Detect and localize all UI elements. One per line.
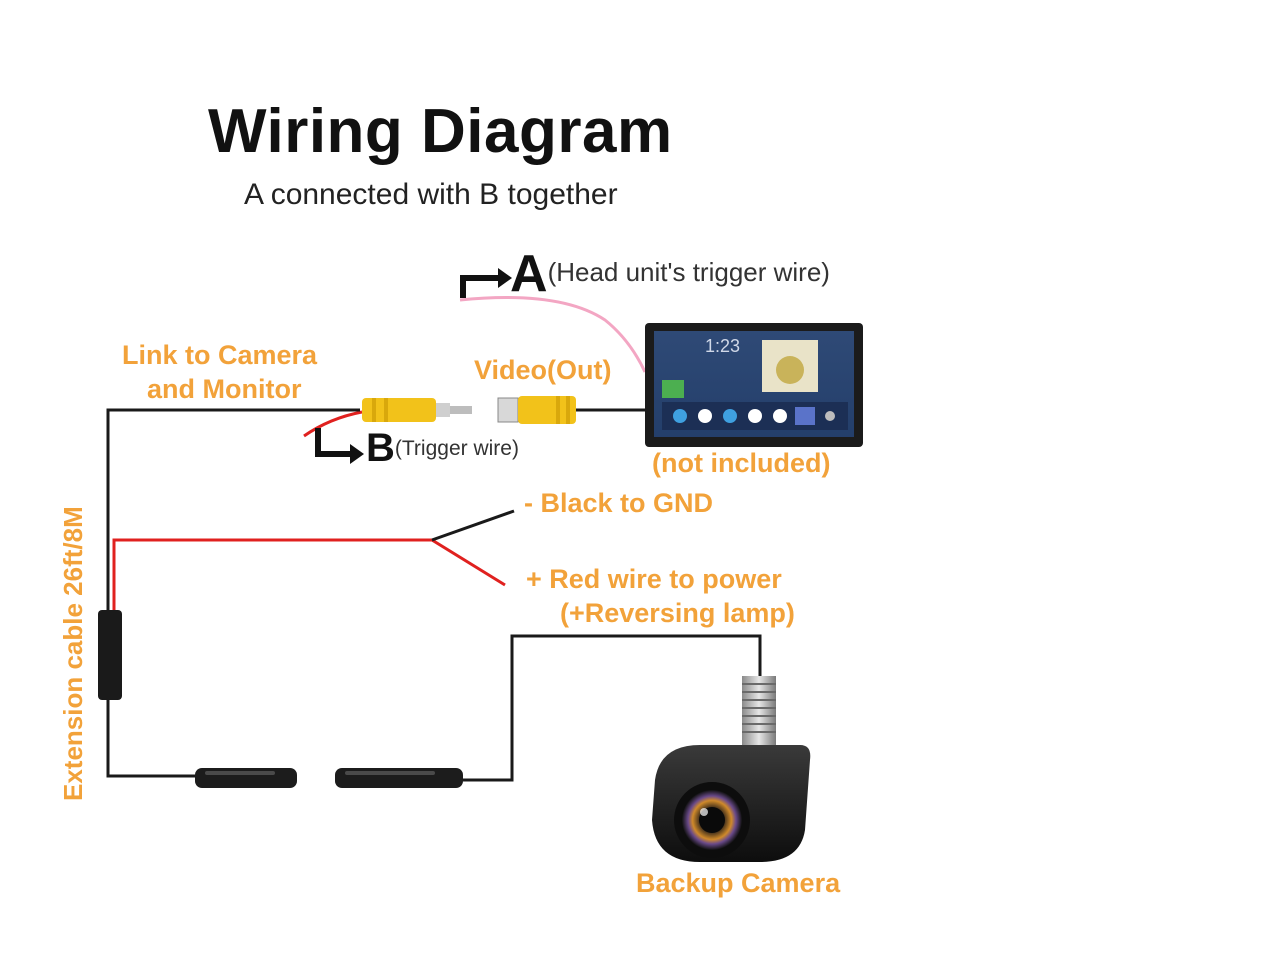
label-a-letter: A: [510, 245, 548, 303]
extension-black-cable: [106, 408, 360, 778]
extension-cable-label: Extension cable 26ft/8M: [58, 506, 88, 801]
red-power-label-line2: (+Reversing lamp): [560, 598, 795, 628]
label-b: B(Trigger wire): [366, 428, 519, 468]
inline-filter-box: [98, 610, 122, 700]
monitor-time: 1:23: [705, 336, 740, 356]
arrow-a-icon: [460, 275, 500, 298]
red-trigger-wire: [303, 410, 363, 438]
black-gnd-label: - Black to GND: [524, 488, 714, 518]
camera-cable: [463, 634, 762, 782]
link-label-line2: and Monitor: [147, 374, 302, 404]
ground-black-branch: [431, 509, 515, 542]
link-label-line1: Link to Camera: [122, 340, 318, 370]
red-power-label-line1: + Red wire to power: [526, 564, 782, 594]
backup-camera-label: Backup Camera: [636, 868, 841, 898]
power-red-cable: [112, 538, 506, 612]
rca-female-connector: [497, 396, 648, 424]
backup-camera-icon: [652, 676, 811, 862]
not-included-label: (not included): [652, 448, 831, 478]
video-out-label: Video(Out): [474, 355, 612, 385]
label-a: A(Head unit's trigger wire): [510, 248, 830, 300]
diagram-title: Wiring Diagram: [208, 97, 673, 166]
label-b-text: (Trigger wire): [394, 437, 519, 460]
head-unit-monitor: [645, 323, 863, 447]
label-a-text: (Head unit's trigger wire): [547, 257, 830, 287]
label-b-letter: B: [366, 426, 395, 470]
arrow-b-icon: [315, 428, 352, 457]
pink-trigger-wire: [459, 296, 647, 373]
diagram-subtitle: A connected with B together: [244, 178, 618, 211]
rca-male-connector: [362, 398, 472, 422]
